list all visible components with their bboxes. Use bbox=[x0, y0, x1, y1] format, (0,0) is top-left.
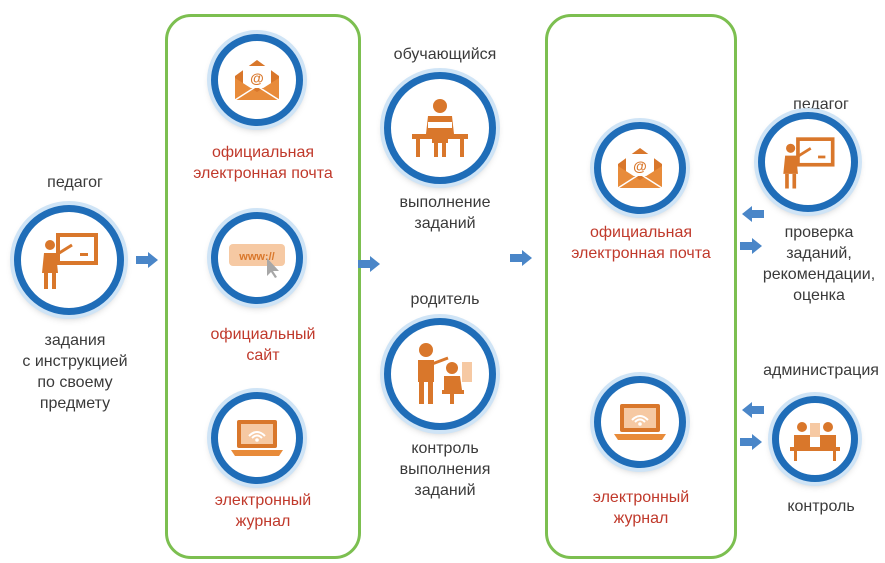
arrow-left-icon bbox=[742, 206, 764, 222]
arrow-right-icon bbox=[358, 256, 380, 272]
left-teacher-circle bbox=[14, 205, 124, 315]
left-teacher-caption: задания с инструкцией по своему предмету bbox=[22, 332, 128, 412]
teacher-icon bbox=[783, 137, 835, 189]
administration-role: администрация bbox=[763, 362, 879, 379]
parent-circle bbox=[384, 318, 496, 430]
svg-text:@: @ bbox=[250, 70, 264, 86]
website-icon: www:// bbox=[229, 244, 285, 278]
administration-circle bbox=[772, 396, 858, 482]
parent-role: родитель bbox=[410, 291, 480, 308]
right-teacher-role: педагог bbox=[793, 96, 849, 113]
left-teacher-role: педагог bbox=[47, 174, 103, 191]
student-icon bbox=[412, 99, 468, 157]
arrow-left-icon bbox=[742, 402, 764, 418]
arrow-right-icon bbox=[510, 250, 532, 266]
laptop-icon bbox=[614, 404, 666, 440]
return-email-circle: @ bbox=[594, 122, 686, 214]
svg-text:@: @ bbox=[633, 158, 647, 174]
student-role: обучающийся bbox=[393, 46, 497, 63]
laptop-icon bbox=[231, 420, 283, 456]
student-caption: выполнение заданий bbox=[399, 194, 491, 232]
svg-text:www://: www:// bbox=[238, 251, 274, 263]
meeting-icon bbox=[790, 422, 840, 461]
channel-journal-circle bbox=[211, 392, 303, 484]
return-panel bbox=[545, 14, 737, 559]
channel-email-circle: @ bbox=[211, 34, 303, 126]
right-teacher-caption: проверка заданий, рекомендации, оценка bbox=[762, 224, 876, 304]
return-email-label: официальная электронная почта bbox=[571, 224, 711, 262]
channel-website-circle: www:// bbox=[211, 212, 303, 304]
channel-journal-label: электронный журнал bbox=[214, 492, 312, 530]
parent-caption: контроль выполнения заданий bbox=[399, 440, 491, 499]
parent-icon bbox=[418, 343, 472, 404]
right-teacher-circle bbox=[758, 112, 858, 212]
arrow-right-icon bbox=[136, 252, 158, 268]
administration-caption: контроль bbox=[787, 498, 855, 515]
channel-website-label: официальный сайт bbox=[210, 326, 316, 364]
email-icon: @ bbox=[234, 60, 280, 101]
arrow-right-icon bbox=[740, 434, 762, 450]
return-journal-circle bbox=[594, 376, 686, 468]
return-journal-label: электронный журнал bbox=[592, 489, 690, 527]
email-icon: @ bbox=[617, 148, 663, 189]
teacher-icon bbox=[42, 233, 98, 289]
channels-panel bbox=[165, 14, 361, 559]
channel-email-label: официальная электронная почта bbox=[193, 144, 333, 182]
student-circle bbox=[384, 72, 496, 184]
